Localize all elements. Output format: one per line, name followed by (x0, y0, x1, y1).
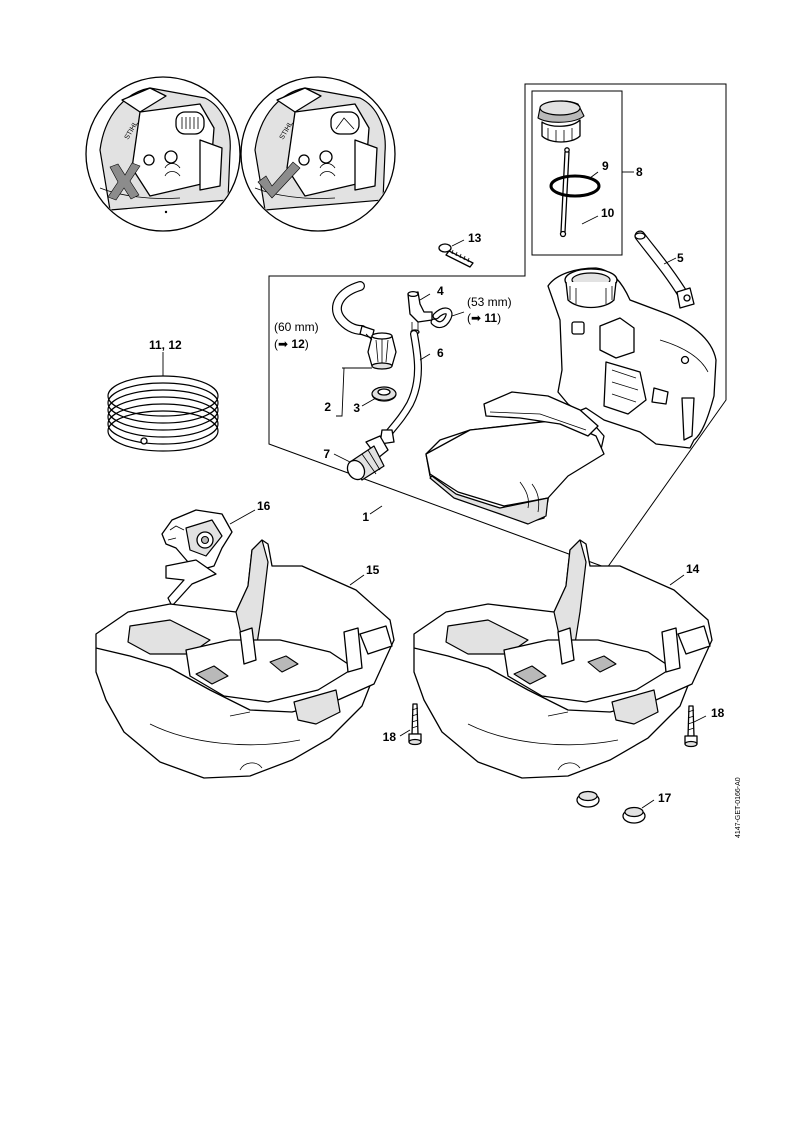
callout-1: 1 (362, 510, 369, 524)
hose-12 (331, 281, 375, 339)
fuel-strainer-7 (346, 435, 389, 481)
screw-18-right (684, 705, 698, 748)
screw-13 (438, 243, 474, 268)
callout-13: 13 (468, 231, 482, 245)
callout-11-12: 11, 12 (149, 338, 182, 352)
cap-subframe (531, 90, 623, 256)
fuel-tank (425, 267, 717, 525)
screw-18-left (408, 703, 422, 746)
callout-18-right: 18 (711, 706, 725, 720)
leader-lines (162, 171, 707, 809)
callout-6: 6 (437, 346, 444, 360)
correct-check-icon (257, 161, 301, 199)
hose-11 (430, 307, 453, 329)
hose-ref-right: (➡ 11) (467, 311, 501, 325)
callout-10: 10 (601, 206, 615, 220)
hose-length-right: (53 mm) (467, 295, 512, 309)
callout-2: 2 (324, 400, 331, 414)
callout-8: 8 (636, 165, 643, 179)
callout-4: 4 (437, 284, 444, 298)
plug-17-b (622, 806, 646, 824)
hose-note-left: (60 mm) (➡ 12) (274, 320, 319, 351)
hose-note-right: (53 mm) (➡ 11) (467, 295, 512, 325)
arrow-right-icon: ➡ (278, 337, 288, 351)
housing-shell-15 (95, 539, 395, 779)
assembly-frame (268, 83, 727, 569)
callout-3: 3 (353, 401, 360, 415)
hose-length-left: (60 mm) (274, 320, 319, 334)
tank-cap (537, 100, 585, 143)
inset-wrong-install: STIHL (85, 76, 241, 232)
callout-5: 5 (677, 251, 684, 265)
callout-17: 17 (658, 791, 672, 805)
callout-9: 9 (602, 159, 609, 173)
hose-ref-left: (➡ 12) (274, 337, 309, 351)
arrow-right-icon-2: ➡ (471, 311, 481, 325)
grommet-3 (371, 386, 397, 402)
cap-o-ring (549, 174, 601, 198)
plug-17-a (576, 790, 600, 808)
callout-14: 14 (686, 562, 700, 576)
cap-retainer (559, 147, 570, 238)
callout-15: 15 (366, 563, 380, 577)
bracket-16 (161, 509, 233, 607)
callout-18-left: 18 (383, 730, 397, 744)
hose-coil (107, 375, 219, 452)
elbow-connector (407, 290, 433, 335)
inset-correct-install: STIHL (240, 76, 396, 232)
housing-shell-14 (413, 539, 713, 779)
drawing-reference: 4147-GET-0166-A0 (735, 777, 742, 838)
fuel-hose-6 (379, 330, 422, 445)
callout-16: 16 (257, 499, 271, 513)
valve-2 (367, 332, 397, 370)
wrong-cross-icon (107, 162, 141, 201)
vent-hose (634, 230, 695, 309)
callout-7: 7 (323, 447, 330, 461)
